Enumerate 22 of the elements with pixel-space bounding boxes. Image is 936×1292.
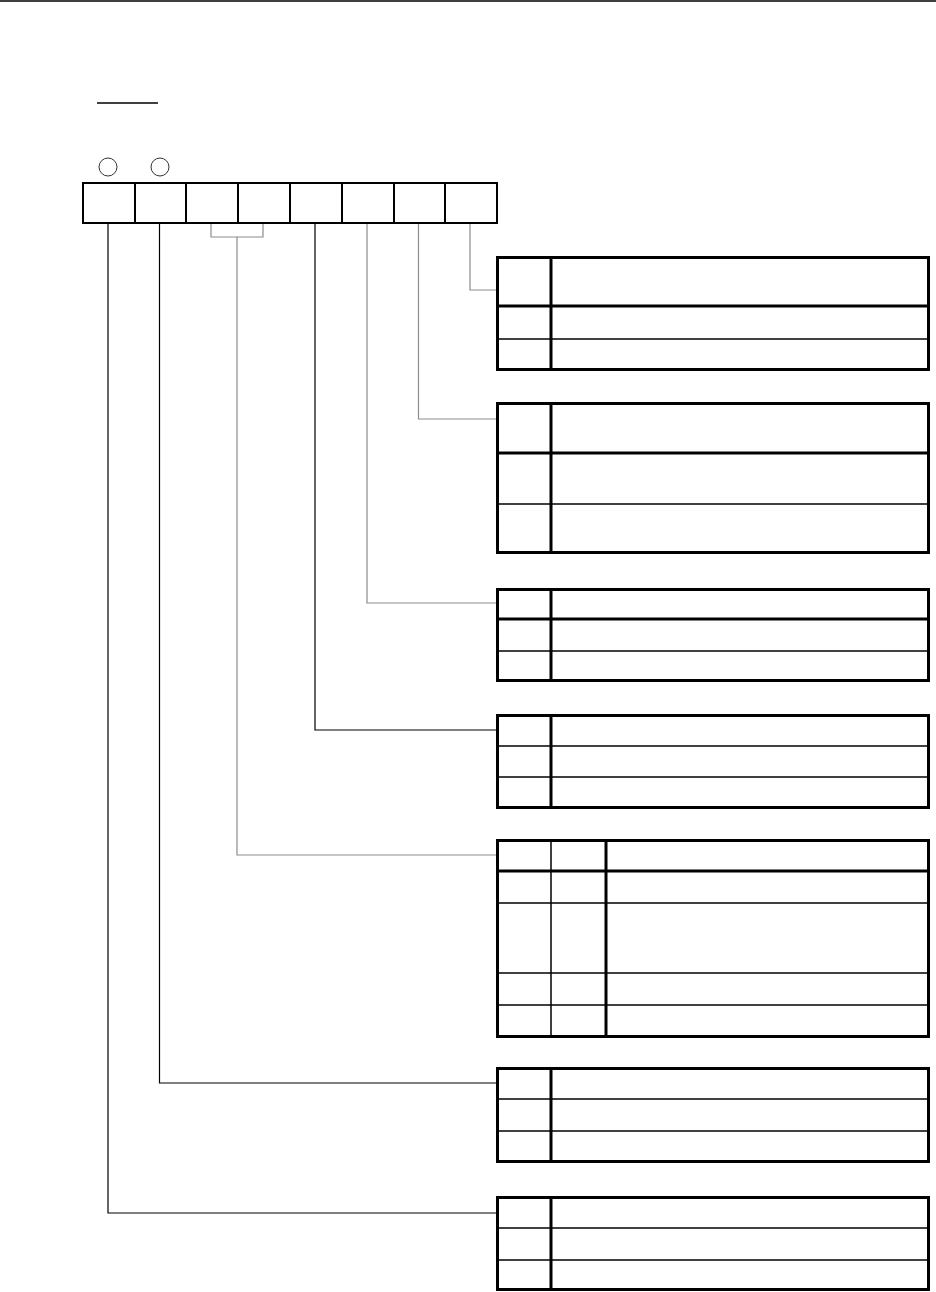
leader-line bbox=[158, 223, 497, 1084]
leader-line bbox=[469, 223, 497, 291]
register-bit-cell bbox=[393, 182, 446, 224]
leader-line bbox=[314, 223, 497, 731]
bit-setting-table bbox=[496, 588, 930, 682]
bit-setting-table bbox=[496, 256, 930, 371]
register-bit-cell bbox=[185, 182, 239, 224]
leader-line bbox=[210, 223, 497, 856]
register-bit-cell bbox=[289, 182, 343, 224]
bit-setting-table bbox=[496, 1067, 930, 1163]
register-bit-cell bbox=[82, 182, 136, 224]
register-bit-cell bbox=[444, 182, 498, 224]
register-bit-cell bbox=[134, 182, 187, 224]
register-bit-cell bbox=[237, 182, 291, 224]
bit-setting-table bbox=[496, 714, 930, 809]
leader-line bbox=[366, 223, 497, 604]
leader-line bbox=[107, 223, 497, 1214]
bit-setting-table bbox=[496, 839, 930, 1038]
register-bit-cell bbox=[341, 182, 395, 224]
bit-setting-table bbox=[496, 1196, 930, 1291]
bit-setting-table bbox=[496, 402, 930, 554]
leader-line bbox=[417, 223, 497, 420]
